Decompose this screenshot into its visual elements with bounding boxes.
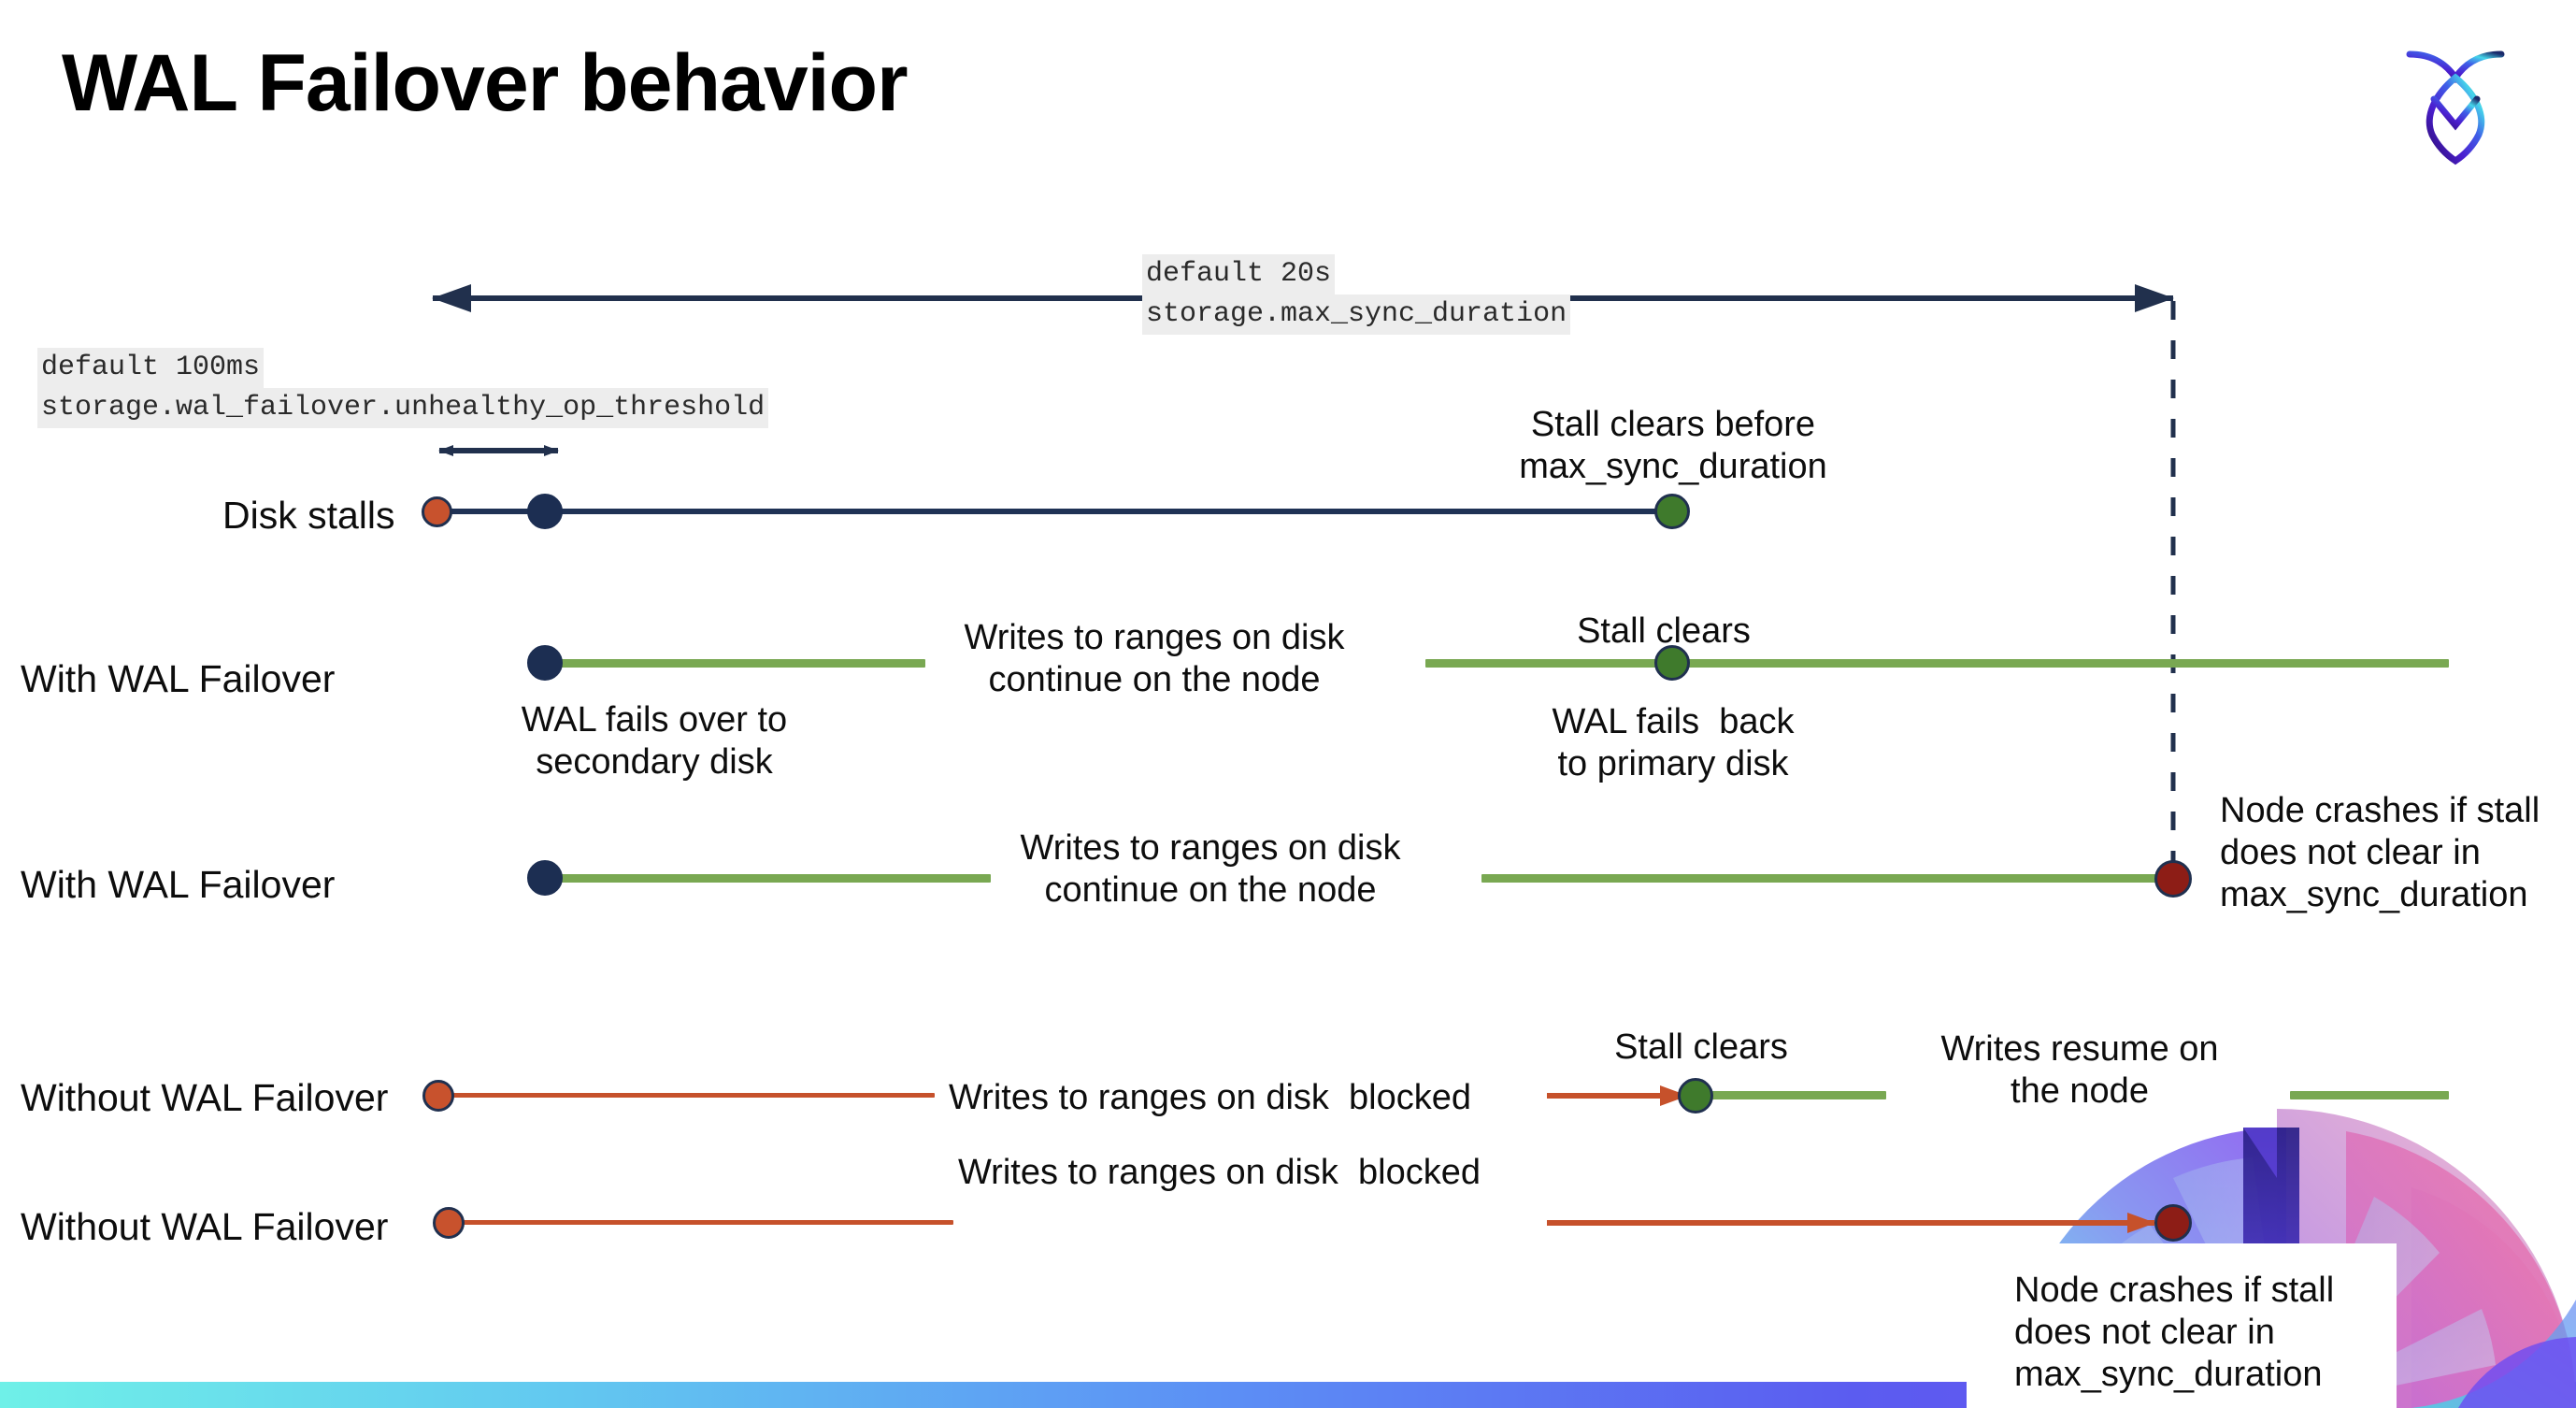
with-wal-1-segment-b [1425, 659, 2449, 668]
max-sync-default-chip: default 20s [1142, 254, 1336, 295]
annotation-wal-fails-over: WAL fails over to secondary disk [521, 700, 788, 782]
annotation-writes-resume: Writes resume on the node [1940, 1029, 2219, 1111]
page-title: WAL Failover behavior [62, 38, 909, 128]
annotation-stall-clears-2: Stall clears [1577, 611, 1751, 651]
disk-stall-threshold-dot [527, 494, 563, 529]
without-wal-1-segment-green [1709, 1091, 1886, 1099]
without-wal-2-segment-a [449, 1220, 953, 1225]
with-wal-2-segment-a [545, 874, 991, 883]
with-wal-1-stall-clears-dot [1654, 645, 1690, 681]
annotation-wal-fails-back: WAL fails back to primary disk [1552, 702, 1795, 783]
row-label-with-wal-failover-1: With WAL Failover [21, 657, 336, 700]
annotation-node-crashes-1: Node crashes if stall does not clear in … [2220, 791, 2540, 914]
annotation-stall-clears-3: Stall clears [1614, 1027, 1788, 1067]
without-wal-1-segment-green-far [2290, 1091, 2449, 1099]
annotation-stall-clears-before: Stall clears before max_sync_duration [1519, 405, 1827, 486]
with-wal-2-node-crash-dot [2154, 860, 2192, 898]
with-wal-2-failover-dot [527, 860, 563, 896]
without-wal-1-stall-clears-dot [1678, 1078, 1713, 1113]
unhealthy-op-default-chip: default 100ms [37, 348, 265, 388]
annotation-node-crashes-2: Node crashes if stall does not clear in … [2014, 1271, 2335, 1394]
without-wal-1-segment-a [439, 1093, 935, 1098]
with-wal-1-failover-dot [527, 645, 563, 681]
without-wal-2-stall-start-dot [433, 1207, 465, 1239]
with-wal-2-segment-b [1481, 874, 2173, 883]
with-wal-1-segment-a [545, 659, 925, 668]
annotation-writes-blocked-1: Writes to ranges on disk blocked [949, 1078, 1472, 1117]
annotation-writes-blocked-2: Writes to ranges on disk blocked [958, 1153, 1481, 1192]
annotation-writes-continue-2: Writes to ranges on disk continue on the… [1020, 828, 1401, 910]
disk-stall-clears-dot [1654, 494, 1690, 529]
unhealthy-op-name-chip: storage.wal_failover.unhealthy_op_thresh… [37, 388, 769, 428]
row-label-with-wal-failover-2: With WAL Failover [21, 863, 336, 906]
annotation-writes-continue-1: Writes to ranges on disk continue on the… [964, 618, 1345, 699]
disk-stall-start-dot [422, 496, 452, 527]
decor-white-cutout [1967, 1243, 2397, 1408]
cockroach-labs-logo [2385, 28, 2526, 168]
row-label-disk-stalls: Disk stalls [222, 494, 395, 537]
max-sync-name-chip: storage.max_sync_duration [1142, 295, 1571, 335]
row-label-without-wal-failover-1: Without WAL Failover [21, 1076, 389, 1119]
without-wal-1-stall-start-dot [422, 1080, 454, 1112]
row-label-without-wal-failover-2: Without WAL Failover [21, 1205, 389, 1248]
without-wal-2-node-crash-dot [2154, 1204, 2192, 1242]
